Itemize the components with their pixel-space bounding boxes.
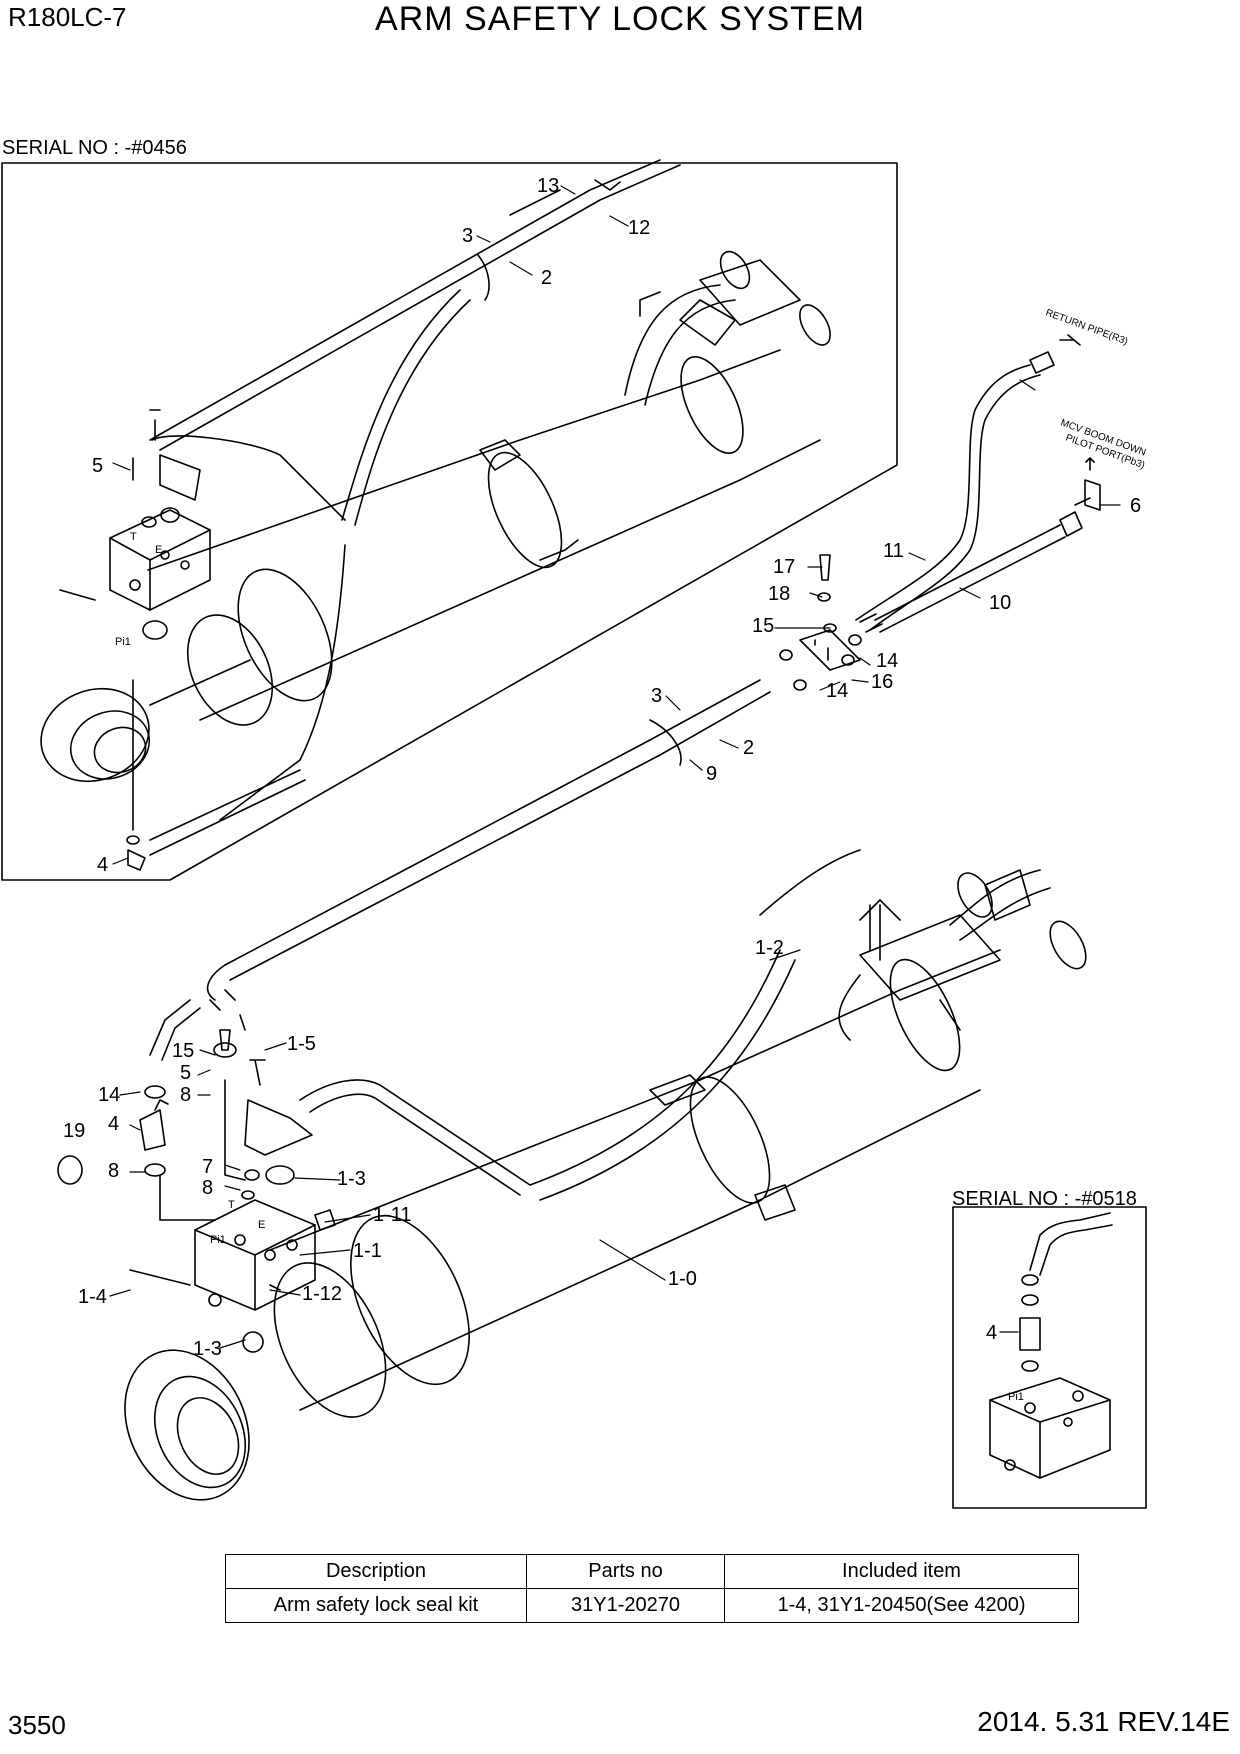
port-mark-pi1: Pi1 <box>115 636 131 648</box>
callout-2: 2 <box>743 737 754 759</box>
callout-1-1: 1-1 <box>353 1240 382 1262</box>
callout-5: 5 <box>92 455 103 477</box>
port-mark-pi1: Pi1 <box>210 1234 226 1246</box>
callout-4: 4 <box>97 854 108 876</box>
callout-1-11: 1-11 <box>373 1204 412 1226</box>
callout-8: 8 <box>180 1084 191 1106</box>
serial-top-label: SERIAL NO : -#0456 <box>2 137 187 159</box>
callout-15: 15 <box>752 615 774 637</box>
port-mark-t: T <box>228 1199 235 1211</box>
callout-5: 5 <box>180 1062 191 1084</box>
callout-9: 9 <box>706 763 717 785</box>
callout-17: 17 <box>773 556 795 578</box>
callout-1-2: 1-2 <box>755 937 784 959</box>
page-number: 3550 <box>8 1710 66 1740</box>
bottom-pipes <box>209 849 861 1201</box>
table-cell: Arm safety lock seal kit <box>225 1588 527 1623</box>
revision-date: 2014. 5.31 REV.14E <box>977 1706 1230 1737</box>
inset-parts <box>989 1212 1113 1479</box>
callout-8: 8 <box>202 1177 213 1199</box>
callout-1-0: 1-0 <box>668 1268 697 1290</box>
callout-14: 14 <box>826 680 848 702</box>
top-frame <box>1 162 898 881</box>
port-mark-e: E <box>155 544 162 556</box>
leader-lines <box>109 185 1121 1349</box>
callout-19: 19 <box>63 1120 85 1142</box>
callout-1-4: 1-4 <box>78 1286 107 1308</box>
mid-right-hoses <box>779 334 1101 691</box>
callout-14: 14 <box>876 650 898 672</box>
port-mark-pi1: Pi1 <box>1008 1391 1024 1403</box>
model-name: R180LC-7 <box>8 2 127 32</box>
table-cell: 31Y1-20270 <box>526 1588 725 1623</box>
callout-16: 16 <box>871 671 893 693</box>
port-mark-e: E <box>258 1219 265 1231</box>
callout-11: 11 <box>883 540 904 562</box>
callout-1-3: 1-3 <box>337 1168 366 1190</box>
callout-13: 13 <box>537 175 559 197</box>
callout-7: 7 <box>202 1156 213 1178</box>
bottom-valve-block <box>57 1029 336 1353</box>
bottom-cylinder <box>124 869 1087 1501</box>
long-pipes <box>149 679 771 1061</box>
table-cell: 1-4, 31Y1-20450(See 4200) <box>724 1588 1079 1623</box>
table-header-row: Description Parts no Included item <box>225 1554 1079 1589</box>
inset-frame <box>952 1206 1147 1509</box>
callout-1-3: 1-3 <box>193 1338 222 1360</box>
callout-10: 10 <box>989 592 1011 614</box>
callout-1-5: 1-5 <box>287 1033 316 1055</box>
callout-14: 14 <box>98 1084 120 1106</box>
column-header: Parts no <box>526 1554 725 1589</box>
table-row: Arm safety lock seal kit 31Y1-20270 1-4,… <box>225 1588 1079 1623</box>
callout-6: 6 <box>1130 495 1141 517</box>
callout-labels: 13 12 3 2 5 4 6 11 10 17 18 15 14 16 14 … <box>63 175 1141 1360</box>
callout-18: 18 <box>768 583 790 605</box>
serial-inset-label: SERIAL NO : -#0518 <box>952 1188 1137 1210</box>
callout-3: 3 <box>651 685 662 707</box>
column-header: Included item <box>724 1554 1079 1589</box>
top-pipes <box>149 159 681 856</box>
callout-15: 15 <box>172 1040 194 1062</box>
callout-12: 12 <box>628 217 650 239</box>
top-cylinder <box>40 250 831 783</box>
callout-1-12: 1-12 <box>302 1283 342 1305</box>
port-mark-t: T <box>130 531 137 543</box>
callout-4: 4 <box>986 1322 997 1344</box>
note-return-pipe: RETURN PIPE(R3) <box>1044 307 1129 347</box>
seal-kit-table: Description Parts no Included item Arm s… <box>225 1554 1079 1623</box>
callout-3: 3 <box>462 225 473 247</box>
callout-8: 8 <box>108 1160 119 1182</box>
top-valve-block <box>59 409 211 871</box>
column-header: Description <box>225 1554 527 1589</box>
page-title: ARM SAFETY LOCK SYSTEM <box>375 0 865 38</box>
callout-4: 4 <box>108 1113 119 1135</box>
callout-2: 2 <box>541 267 552 289</box>
